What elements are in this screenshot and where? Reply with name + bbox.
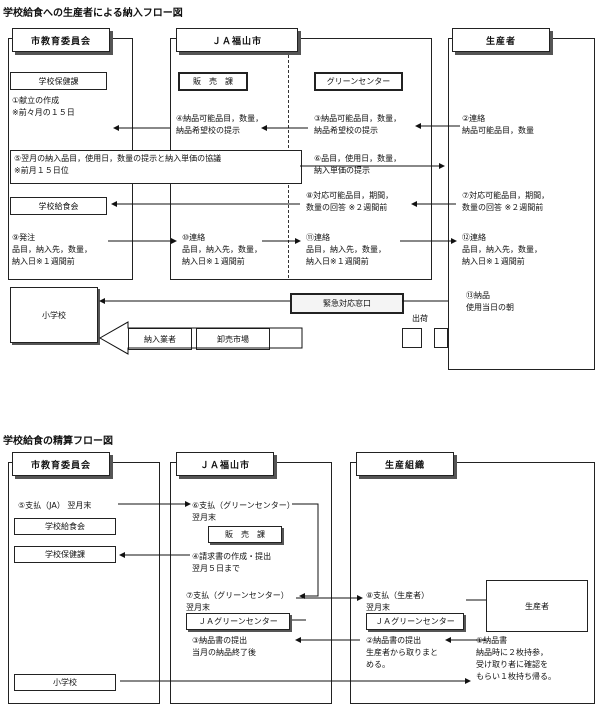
shipment-label: 出荷 xyxy=(412,314,428,323)
note-p8: ⑧支払（生産者）翌月末 xyxy=(366,591,430,612)
note-9: ⑨発注品目，納入先，数量，納入日※１週間前 xyxy=(12,233,92,266)
note-p7: ⑦支払（グリーンセンター）翌月末 xyxy=(186,591,289,612)
note-13: ⑬納品使用当日の朝 xyxy=(466,291,514,312)
note-11: ⑪連絡品目，納入先，数量，納入日※１週間前 xyxy=(306,233,386,266)
note-5: ⑤翌月の納入品目，使用日，数量の提示と納入単価の協議※前月１５日位 xyxy=(14,154,222,175)
ja-header: ＪＡ福山市 xyxy=(176,28,298,52)
supply-block-arrow xyxy=(98,321,303,355)
emergency-window-box: 緊急対応窓口 xyxy=(290,293,404,314)
note-p4: ④請求書の作成・提出翌月５日まで xyxy=(192,552,272,573)
note-5-box xyxy=(10,150,302,184)
note-12: ⑫連絡品目，納入先，数量，納入日※１週間前 xyxy=(462,233,542,266)
board-header-bottom: 市教育委員会 xyxy=(12,452,110,476)
board-panel-bottom xyxy=(8,462,160,704)
board-header: 市教育委員会 xyxy=(12,28,110,52)
note-2: ②連絡納品可能品目，数量 xyxy=(462,114,534,135)
top-diagram-title: 学校給食への生産者による納入フロー図 xyxy=(3,8,183,19)
note-4: ④納品可能品目，数量，納品希望校の提示 xyxy=(176,114,264,135)
health-section-box-bottom: 学校保健課 xyxy=(14,546,116,563)
note-p3: ③納品書の提出当月の納品終了後 xyxy=(192,636,256,657)
ja-green-center-box-org: ＪＡグリーンセンター xyxy=(366,613,464,630)
note-p6: ⑥支払（グリーンセンター）翌月末 xyxy=(192,501,295,522)
note-3: ③納品可能品目，数量，納品希望校の提示 xyxy=(314,114,402,135)
health-section-box: 学校保健課 xyxy=(10,72,107,90)
arrow-p6 xyxy=(292,503,319,599)
producer-header: 生産者 xyxy=(452,28,550,52)
sales-section-box-bottom: 販 売 課 xyxy=(208,526,282,543)
ja-green-center-box: ＪＡグリーンセンター xyxy=(186,613,290,630)
note-1: ①献立の作成※前々月の１５日 xyxy=(12,96,75,117)
elementary-school-box-bottom: 小学校 xyxy=(14,674,116,691)
note-6: ⑥品目，使用日，数量，納入単価の提示 xyxy=(314,154,402,175)
bottom-diagram-title: 学校給食の精算フロー図 xyxy=(3,436,113,447)
note-10: ⑩連絡品目，納入先，数量，納入日※１週間前 xyxy=(182,233,262,266)
org-header-bottom: 生産組織 xyxy=(356,452,454,476)
note-p1: ①納品書納品時に２枚持参，受け取り者に確認をもらい１枚持ち帰る。 xyxy=(476,636,556,681)
note-8: ⑧対応可能品目，期間，数量の回答 ※２週間前 xyxy=(306,191,394,212)
school-lunch-assoc-box-bottom: 学校給食会 xyxy=(14,518,116,535)
elementary-school-box: 小学校 xyxy=(10,287,98,343)
green-center-box: グリーンセンター xyxy=(314,72,403,91)
note-7: ⑦対応可能品目，期間，数量の回答 ※２週間前 xyxy=(462,191,550,212)
ja-panel-bottom xyxy=(170,462,332,704)
school-lunch-assoc-box: 学校給食会 xyxy=(10,197,107,215)
sales-section-box: 販 売 課 xyxy=(178,72,248,91)
producer-box-bottom: 生産者 xyxy=(486,580,588,632)
shipment-small-box-2 xyxy=(434,328,448,348)
note-p5: ⑤支払（JA） 翌月末 xyxy=(18,501,92,510)
shipment-small-box-1 xyxy=(402,328,422,348)
note-p2: ②納品書の提出生産者から取りまとめる。 xyxy=(366,636,438,669)
ja-header-bottom: ＪＡ福山市 xyxy=(176,452,274,476)
